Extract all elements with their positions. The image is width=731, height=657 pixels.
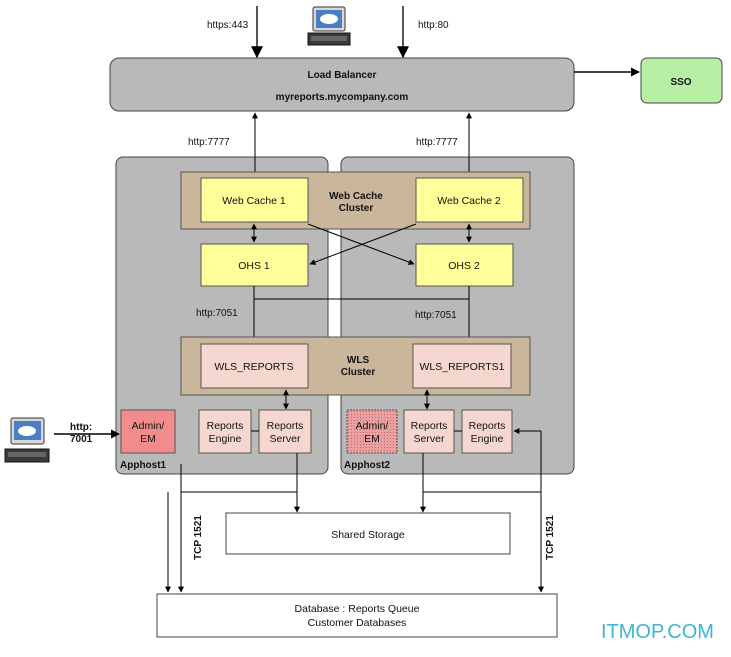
wls-cluster-label-2: Cluster bbox=[341, 367, 376, 378]
admin-em-2-label: Admin/ bbox=[356, 420, 389, 432]
reports-engine-1-label-2: Engine bbox=[209, 433, 242, 445]
wls-cluster-label: WLS bbox=[347, 355, 370, 366]
admin-em-1 bbox=[120, 409, 176, 454]
wls-reports1 bbox=[412, 343, 512, 389]
reports-engine-2 bbox=[461, 409, 513, 454]
admin-em-1-label: Admin/ bbox=[132, 420, 165, 432]
load-balancer-host: myreports.mycompany.com bbox=[276, 92, 409, 103]
ohs-1-label: OHS 1 bbox=[238, 260, 270, 272]
https-label: https:443 bbox=[207, 20, 249, 31]
web-cache-2 bbox=[415, 177, 524, 223]
watermark: ITMOP.COM bbox=[601, 621, 714, 643]
http7777-right-label: http:7777 bbox=[416, 137, 458, 148]
reports-server-1 bbox=[258, 409, 312, 454]
ohs-2 bbox=[415, 243, 514, 287]
http-admin-port-label: 7001 bbox=[70, 434, 93, 445]
admin-client-computer-icon bbox=[4, 417, 50, 463]
http80-label: http:80 bbox=[418, 20, 449, 31]
reports-engine-1 bbox=[198, 409, 252, 454]
reports-server-2 bbox=[403, 409, 455, 454]
http7051-right-label: http:7051 bbox=[415, 310, 457, 321]
reports-server-1-label: Reports bbox=[267, 420, 304, 432]
database-line1: Database : Reports Queue bbox=[295, 603, 420, 615]
web-cache-cluster-label: Web Cache bbox=[329, 191, 383, 202]
reports-engine-2-label: Reports bbox=[469, 420, 506, 432]
web-cache-2-label: Web Cache 2 bbox=[437, 195, 501, 207]
wls-reports-label: WLS_REPORTS bbox=[214, 361, 293, 373]
http-admin-label: http: bbox=[70, 422, 92, 433]
load-balancer bbox=[109, 57, 575, 112]
http7777-left-label: http:7777 bbox=[188, 137, 230, 148]
sso-label: SSO bbox=[670, 77, 691, 88]
wc1-to-ohs2 bbox=[307, 223, 415, 265]
database-box bbox=[156, 593, 558, 638]
apphost1-label: Apphost1 bbox=[120, 460, 167, 471]
admin-em-2-label-2: EM bbox=[364, 433, 380, 445]
reports-server-1-label-2: Server bbox=[270, 433, 301, 445]
tcp-right-label: TCP 1521 bbox=[545, 515, 556, 560]
http7051-left-label: http:7051 bbox=[196, 308, 238, 319]
tcp-left-label: TCP 1521 bbox=[193, 515, 204, 560]
load-balancer-title: Load Balancer bbox=[308, 70, 377, 81]
ohs-2-label: OHS 2 bbox=[448, 260, 480, 272]
admin-em-2 bbox=[346, 409, 398, 454]
reports-server-2-label-2: Server bbox=[414, 433, 445, 445]
apphost2-label: Apphost2 bbox=[344, 460, 391, 471]
reports-server-2-label: Reports bbox=[411, 420, 448, 432]
shared-storage bbox=[225, 512, 511, 555]
wc2-to-ohs1 bbox=[309, 223, 417, 265]
wls-reports bbox=[200, 343, 309, 389]
ohs-1 bbox=[200, 243, 309, 287]
reports-engine-1-label: Reports bbox=[207, 420, 244, 432]
web-cache-1 bbox=[200, 177, 309, 223]
client-computer-top-icon bbox=[307, 6, 351, 46]
sso-box bbox=[640, 57, 723, 104]
web-cache-cluster-label-2: Cluster bbox=[339, 203, 374, 214]
admin-em-1-label-2: EM bbox=[140, 433, 156, 445]
wls-reports1-label: WLS_REPORTS1 bbox=[420, 361, 505, 373]
web-cache-1-label: Web Cache 1 bbox=[222, 195, 286, 207]
database-line2: Customer Databases bbox=[308, 617, 407, 629]
reports-engine-2-label-2: Engine bbox=[471, 433, 504, 445]
shared-storage-label: Shared Storage bbox=[331, 529, 405, 541]
